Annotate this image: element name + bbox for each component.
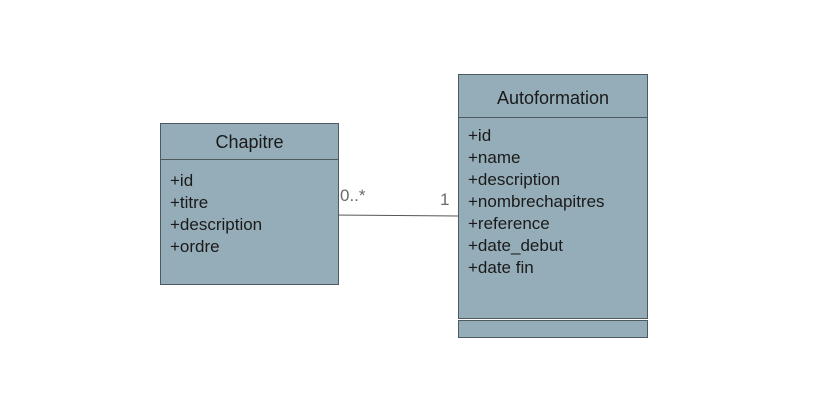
attribute-description: +description (170, 215, 263, 234)
attribute-name: +name (468, 148, 521, 167)
class-autoformation[interactable]: Autoformation +id +name +description +no… (458, 74, 648, 319)
attribute-nombrechapitres: +nombrechapitres (468, 192, 605, 211)
class-chapitre-name: Chapitre (161, 124, 338, 160)
attribute-id: +id (468, 126, 492, 145)
class-chapitre-attributes: +id +titre +description +ordre (161, 160, 338, 258)
multiplicity-chapitre: 0..* (340, 186, 366, 205)
attribute-reference: +reference (468, 214, 550, 233)
attribute-titre: +titre (170, 193, 209, 212)
class-autoformation-methods[interactable] (458, 320, 648, 338)
multiplicity-autoformation: 1 (440, 190, 450, 209)
attribute-date-debut: +date_debut (468, 236, 564, 255)
class-autoformation-attributes: +id +name +description +nombrechapitres … (459, 118, 647, 279)
attribute-id: +id (170, 171, 194, 190)
attribute-ordre: +ordre (170, 237, 220, 256)
class-chapitre[interactable]: Chapitre +id +titre +description +ordre (160, 123, 339, 285)
attribute-description: +description (468, 170, 561, 189)
association-line[interactable] (330, 214, 459, 217)
class-autoformation-name: Autoformation (459, 75, 647, 118)
attribute-date-fin: +date fin (468, 258, 534, 277)
